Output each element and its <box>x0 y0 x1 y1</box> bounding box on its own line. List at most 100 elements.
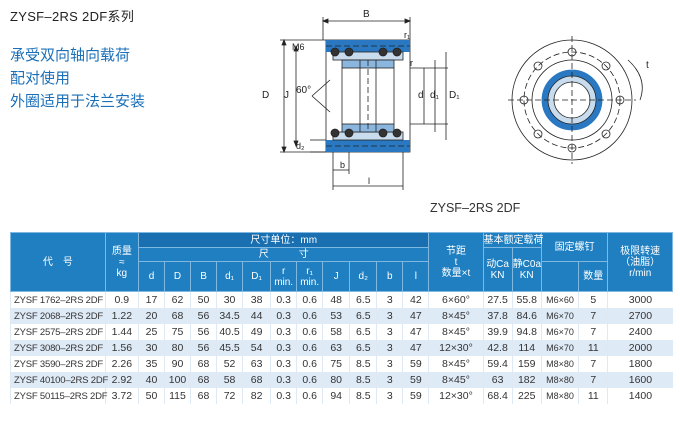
cell-r1: 0.6 <box>296 340 323 356</box>
cell-J: 94 <box>322 388 350 404</box>
table-row: ZYSF 1762–2RS 2DF 0.9 17 62 50 30 38 0.3… <box>10 291 673 308</box>
cell-b: 3 <box>376 291 403 308</box>
cell-d: 30 <box>137 340 165 356</box>
cell-D: 68 <box>163 308 191 324</box>
header-col-d: d <box>137 261 166 292</box>
section-drawing <box>280 17 448 190</box>
cell-r: 0.3 <box>270 340 297 356</box>
header-col-J: J <box>322 261 351 292</box>
cell-B: 68 <box>190 372 217 388</box>
cell-mass: 2.92 <box>104 372 139 388</box>
cell-b: 3 <box>376 372 403 388</box>
cell-bolt: M6×70 <box>540 324 579 340</box>
cell-mass: 2.26 <box>104 356 139 372</box>
cell-d2: 6.5 <box>349 340 377 356</box>
cell-speed: 2400 <box>607 324 673 340</box>
cell-l: 59 <box>402 356 429 372</box>
label-J: J <box>284 90 289 101</box>
cell-qty: 7 <box>578 372 608 388</box>
cell-b: 3 <box>376 340 403 356</box>
cell-r: 0.3 <box>270 324 297 340</box>
header-col-B: B <box>190 261 218 292</box>
header-bolt: 固定螺钉 <box>540 232 609 262</box>
cell-qty: 11 <box>578 388 608 404</box>
label-d2: d₂ <box>296 141 305 151</box>
cell-b: 3 <box>376 388 403 404</box>
cell-D: 75 <box>163 324 191 340</box>
cell-pitch: 8×45° <box>428 356 484 372</box>
label-r: r <box>410 58 413 68</box>
cell-d2: 8.5 <box>349 356 377 372</box>
header-col-D: D <box>163 261 192 292</box>
cell-d2: 8.5 <box>349 388 377 404</box>
cell-model: ZYSF 3590–2RS 2DF <box>10 356 106 372</box>
cell-l: 59 <box>402 388 429 404</box>
header-col-d1: d₁ <box>216 261 244 292</box>
cell-c0a: 114 <box>511 340 542 356</box>
cell-pitch: 8×45° <box>428 324 484 340</box>
cell-model: ZYSF 3080–2RS 2DF <box>10 340 106 356</box>
header-col-r1-label: r₁ <box>306 265 314 277</box>
cell-ca: 42.8 <box>482 340 513 356</box>
cell-d2: 6.5 <box>349 324 377 340</box>
cell-l: 59 <box>402 372 429 388</box>
cell-d2: 6.5 <box>349 291 377 308</box>
cell-bolt: M8×80 <box>540 372 579 388</box>
header-col-r-min: min. <box>274 276 294 288</box>
cell-d: 50 <box>137 388 165 404</box>
cell-l: 47 <box>402 308 429 324</box>
cell-ca: 37.8 <box>482 308 513 324</box>
table-row: ZYSF 3590–2RS 2DF 2.26 35 90 68 52 63 0.… <box>10 356 673 372</box>
cell-r: 0.3 <box>270 308 297 324</box>
feature-item: 外圈适用于法兰安装 <box>10 92 146 110</box>
cell-ca: 68.4 <box>482 388 513 404</box>
cell-J: 63 <box>322 340 350 356</box>
table-row: ZYSF 2575–2RS 2DF 1.44 25 75 56 40.5 49 … <box>10 324 673 340</box>
header-speed-unit: r/min <box>629 267 652 279</box>
header-pitch: 节距 t 数量×t <box>428 232 484 292</box>
cell-ca: 63 <box>482 372 513 388</box>
cell-B: 68 <box>190 356 217 372</box>
label-B: B <box>363 9 370 20</box>
cell-D1: 54 <box>242 340 271 356</box>
bearing-drawings: B r₁ r M6 60° D J d d₁ D₁ d₂ b l t <box>262 9 649 190</box>
cell-qty: 11 <box>578 340 608 356</box>
cell-bolt: M6×70 <box>540 340 579 356</box>
cell-J: 58 <box>322 324 350 340</box>
cell-bolt: M8×80 <box>540 388 579 404</box>
cell-c0a: 225 <box>511 388 542 404</box>
cell-J: 80 <box>322 372 350 388</box>
cell-r1: 0.6 <box>296 356 323 372</box>
header-ca-label: 动Ca <box>486 258 509 270</box>
cell-d1: 34.5 <box>216 308 243 324</box>
header-c0a-unit: KN <box>519 269 534 281</box>
cell-r1: 0.6 <box>296 308 323 324</box>
cell-speed: 1600 <box>607 372 673 388</box>
cell-c0a: 159 <box>511 356 542 372</box>
header-col-D1: D₁ <box>242 261 272 292</box>
cell-D1: 63 <box>242 356 271 372</box>
header-unit: 尺寸单位：mm <box>137 232 430 248</box>
cell-mass: 1.56 <box>104 340 139 356</box>
cell-qty: 7 <box>578 356 608 372</box>
cell-bolt: M6×70 <box>540 308 579 324</box>
header-load: 基本额定载荷 <box>482 232 544 248</box>
cell-mass: 0.9 <box>104 291 139 308</box>
header-pitch-t: t <box>454 256 458 268</box>
header-col-r: r min. <box>270 261 298 292</box>
cell-D1: 38 <box>242 291 271 308</box>
cell-l: 47 <box>402 324 429 340</box>
cell-d: 35 <box>137 356 165 372</box>
header-col-r1: r₁ min. <box>296 261 324 292</box>
series-title: ZYSF–2RS 2DF系列 <box>10 9 135 24</box>
cell-b: 3 <box>376 324 403 340</box>
cell-r1: 0.6 <box>296 388 323 404</box>
spec-table: 代 号 质量 ≈ kg 尺寸单位：mm 节距 t 数量×t 基本额定载荷 固定螺… <box>10 232 673 404</box>
cell-J: 75 <box>322 356 350 372</box>
cell-r: 0.3 <box>270 356 297 372</box>
header-speed-oil: （油脂） <box>620 256 661 268</box>
cell-d: 20 <box>137 308 165 324</box>
cell-ca: 59.4 <box>482 356 513 372</box>
cell-B: 50 <box>190 291 217 308</box>
cell-d: 17 <box>137 291 165 308</box>
